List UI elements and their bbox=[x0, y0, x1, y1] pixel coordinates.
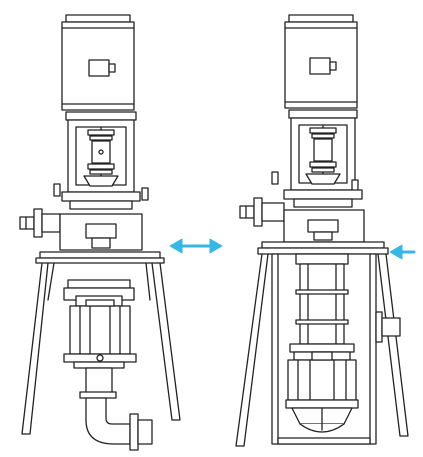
left-pump-body bbox=[63, 279, 137, 369]
left-motor-terminal-box-icon bbox=[88, 59, 110, 77]
right-discharge-nozzle bbox=[239, 197, 285, 227]
right-motor-terminal-box-icon bbox=[309, 57, 331, 75]
right-base-plate bbox=[261, 241, 385, 249]
left-seal-housing bbox=[59, 213, 143, 251]
left-motor bbox=[61, 14, 135, 111]
right-support-legs bbox=[235, 253, 409, 447]
right-coupling-frame bbox=[271, 109, 363, 208]
right-submerged-pump-body bbox=[285, 343, 359, 433]
double-headed-arrow-icon bbox=[169, 238, 223, 254]
left-pump-assembly bbox=[19, 14, 181, 451]
right-valve-handle-icon bbox=[271, 171, 279, 185]
left-suction-pipe bbox=[79, 367, 153, 451]
right-pump-column bbox=[295, 253, 349, 345]
left-pointing-arrow-icon bbox=[389, 244, 416, 260]
right-motor bbox=[284, 14, 358, 109]
left-valve-handle-icon bbox=[53, 183, 61, 197]
right-pump-assembly bbox=[235, 14, 409, 447]
right-seal-housing bbox=[283, 209, 365, 243]
left-discharge-nozzle bbox=[19, 208, 61, 238]
left-base-plate bbox=[39, 251, 161, 259]
left-support-legs bbox=[21, 262, 181, 435]
left-coupling-frame bbox=[53, 111, 149, 210]
